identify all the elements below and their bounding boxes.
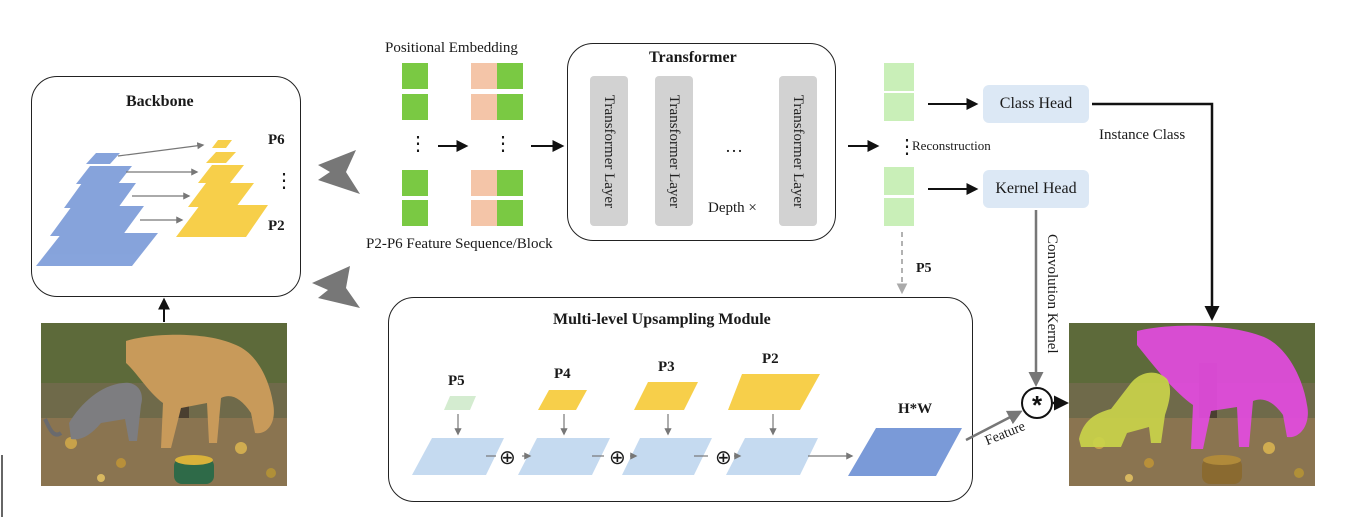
transformer-layer-2: Transformer Layer	[655, 76, 693, 226]
convolution-kernel-text: Convolution Kernel	[1044, 234, 1060, 354]
output-token-blocks	[884, 63, 914, 226]
backbone-yellow-planes	[176, 140, 268, 237]
sequence-right-blocks	[471, 63, 523, 226]
output-segmentation-image	[1069, 323, 1315, 486]
backbone-arrows	[117, 142, 205, 224]
upsampling-input-planes	[444, 374, 820, 410]
backbone-dots: ⋮	[274, 170, 294, 192]
upsampling-vertical-arrows	[454, 414, 777, 436]
upsampling-level-p2: P2	[762, 351, 779, 367]
backbone-blue-planes	[36, 153, 158, 266]
backbone-label-p2: P2	[268, 218, 285, 234]
reconstruction-label: Reconstruction	[912, 138, 991, 153]
upsampling-lightblue-planes	[412, 438, 818, 475]
p5-input-label: P5	[916, 261, 932, 276]
upsampling-level-p5: P5	[448, 373, 465, 389]
upsampling-output-label: H*W	[898, 401, 933, 417]
class-head-to-output-arrow	[1092, 102, 1220, 321]
kernel-head: Kernel Head	[983, 170, 1089, 208]
gray-arrow-to-upsampling	[312, 266, 360, 308]
positional-embedding-label: Positional Embedding	[385, 40, 518, 56]
transformer-ellipsis: …	[725, 136, 743, 156]
input-image	[41, 323, 287, 486]
plus-symbol-3: ⊕	[715, 447, 732, 469]
sequence-left-blocks	[402, 63, 428, 226]
upsampling-output-plane	[848, 428, 962, 476]
convolution-kernel-label: Convolution Kernel	[1043, 234, 1060, 354]
transformer-layer-1: Transformer Layer	[590, 76, 628, 226]
convolution-symbol: *	[1032, 390, 1043, 420]
plus-symbol-2: ⊕	[609, 447, 626, 469]
upsampling-title: Multi-level Upsampling Module	[553, 311, 771, 328]
feature-sequence-label: P2-P6 Feature Sequence/Block	[366, 236, 553, 252]
sequence-dots-left: ⋮	[408, 133, 428, 155]
backbone-label-p6: P6	[268, 132, 285, 148]
transformer-title: Transformer	[649, 49, 737, 66]
transformer-layer-3: Transformer Layer	[779, 76, 817, 226]
instance-class-label: Instance Class	[1099, 127, 1186, 143]
upsampling-level-p4: P4	[554, 366, 571, 382]
sequence-dots-right: ⋮	[493, 133, 513, 155]
convolution-operator	[1021, 387, 1053, 419]
class-head: Class Head	[983, 85, 1089, 123]
upsampling-level-p3: P3	[658, 359, 675, 375]
transformer-depth-label: Depth ×	[708, 200, 757, 216]
feature-arrow	[965, 410, 1023, 442]
backbone-title: Backbone	[126, 93, 194, 110]
gray-arrow-to-sequence	[318, 150, 360, 194]
reconstruction-dots: ⋮	[897, 136, 917, 158]
plus-symbol-1: ⊕	[499, 447, 516, 469]
